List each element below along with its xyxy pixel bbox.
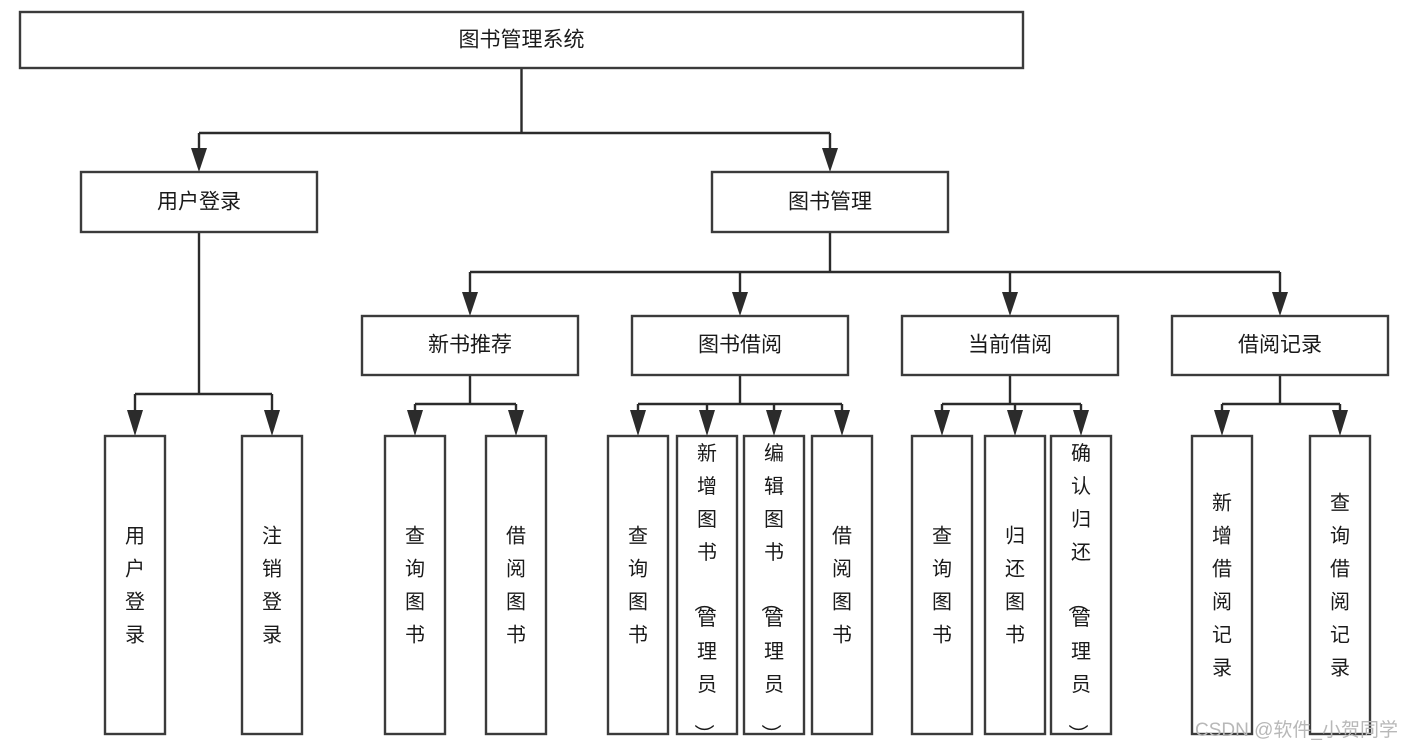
leaf-borrow-book-2-box[interactable] xyxy=(810,434,874,736)
arrowhead-leaf-borrow-book-2 xyxy=(834,410,850,436)
arrowhead-leaf-query-book-3 xyxy=(934,410,950,436)
leaf-query-record-box[interactable] xyxy=(1308,434,1372,736)
arrowhead-user-login xyxy=(191,148,207,172)
leaf-return-book-box[interactable] xyxy=(983,434,1047,736)
node-book-borrow[interactable]: 图书借阅 xyxy=(630,314,850,377)
leaf-query-book-2-label: 查询图书 xyxy=(628,525,648,647)
leaf-query-book-3-box[interactable] xyxy=(910,434,974,736)
arrowhead-leaf-return-book xyxy=(1007,410,1023,436)
leaf-borrow-book-1[interactable]: 借阅图书 xyxy=(484,434,548,736)
node-current-borrow[interactable]: 当前借阅 xyxy=(900,314,1120,377)
leaf-edit-book-box[interactable] xyxy=(742,434,806,736)
node-book-management-box[interactable] xyxy=(710,170,950,234)
leaf-query-book-3[interactable]: 查询图书 xyxy=(910,434,974,736)
leaf-add-book-label: 新增图书（管理员） xyxy=(692,442,717,744)
node-borrow-records-label: 借阅记录 xyxy=(1238,334,1322,357)
leaf-add-record-label: 新增借阅记录 xyxy=(1212,492,1232,680)
leaf-confirm-return-box[interactable] xyxy=(1049,434,1113,736)
node-user-login[interactable]: 用户登录 xyxy=(79,170,319,234)
leaf-borrow-book-1-label: 借阅图书 xyxy=(506,525,526,647)
node-borrow-records-box[interactable] xyxy=(1170,314,1390,377)
leaf-add-record[interactable]: 新增借阅记录 xyxy=(1190,434,1254,736)
node-book-management[interactable]: 图书管理 xyxy=(710,170,950,234)
node-current-borrow-label: 当前借阅 xyxy=(968,334,1052,357)
node-root-label: 图书管理系统 xyxy=(459,29,585,52)
node-new-book-recommend-label: 新书推荐 xyxy=(428,334,512,357)
node-new-book-recommend-box[interactable] xyxy=(360,314,580,377)
leaf-query-book-2-box[interactable] xyxy=(606,434,670,736)
connectors-layer xyxy=(127,68,1348,436)
leaf-query-book-1-box[interactable] xyxy=(383,434,447,736)
leaf-add-book-box[interactable] xyxy=(675,434,739,736)
leaf-borrow-book-2[interactable]: 借阅图书 xyxy=(810,434,874,736)
leaf-user-login[interactable]: 用户登录 xyxy=(103,434,167,736)
leaf-return-book-label: 归还图书 xyxy=(1005,525,1025,647)
node-borrow-records[interactable]: 借阅记录 xyxy=(1170,314,1390,377)
leaf-user-login-label: 用户登录 xyxy=(125,526,145,647)
arrowhead-leaf-query-record xyxy=(1332,410,1348,436)
leaf-edit-book-label: 编辑图书（管理员） xyxy=(759,442,784,744)
node-book-borrow-label: 图书借阅 xyxy=(698,334,782,357)
leaf-query-book-3-label: 查询图书 xyxy=(932,525,952,647)
leaf-borrow-book-2-label: 借阅图书 xyxy=(832,525,852,647)
node-user-login-box[interactable] xyxy=(79,170,319,234)
leaf-add-record-box[interactable] xyxy=(1190,434,1254,736)
leaf-logout-label: 注销登录 xyxy=(262,525,282,647)
arrowhead-leaf-user-login xyxy=(127,410,143,436)
leaf-borrow-book-1-box[interactable] xyxy=(484,434,548,736)
node-root[interactable]: 图书管理系统 xyxy=(18,10,1025,70)
arrowhead-borrowrecords xyxy=(1272,292,1288,316)
arrowhead-leaf-confirm-return xyxy=(1073,410,1089,436)
arrowhead-currentborrow xyxy=(1002,292,1018,316)
leaf-logout-box[interactable] xyxy=(240,434,304,736)
leaf-query-record-label: 查询借阅记录 xyxy=(1330,492,1350,680)
leaf-query-book-2[interactable]: 查询图书 xyxy=(606,434,670,736)
leaf-user-login-box[interactable] xyxy=(103,434,167,736)
arrowhead-newbook xyxy=(462,292,478,316)
arrowhead-leaf-query-book-2 xyxy=(630,410,646,436)
leaf-confirm-return[interactable]: 确认归还（管理员） xyxy=(1049,434,1113,744)
arrowhead-bookborrow xyxy=(732,292,748,316)
arrowhead-leaf-add-book xyxy=(699,410,715,436)
arrowhead-book-management xyxy=(822,148,838,172)
leaf-edit-book[interactable]: 编辑图书（管理员） xyxy=(742,434,806,744)
arrowhead-leaf-borrow-book-1 xyxy=(508,410,524,436)
arrowhead-leaf-query-book-1 xyxy=(407,410,423,436)
arrowhead-leaf-logout xyxy=(264,410,280,436)
node-new-book-recommend[interactable]: 新书推荐 xyxy=(360,314,580,377)
leaf-query-book-1-label: 查询图书 xyxy=(405,525,425,647)
leaf-query-book-1[interactable]: 查询图书 xyxy=(383,434,447,736)
leaf-confirm-return-label: 确认归还（管理员） xyxy=(1066,442,1091,744)
arrowhead-leaf-edit-book xyxy=(766,410,782,436)
leaf-logout[interactable]: 注销登录 xyxy=(240,434,304,736)
csdn-watermark: CSDN @软件_小贺同学 xyxy=(1195,719,1398,741)
node-user-login-label: 用户登录 xyxy=(157,191,241,214)
node-root-box[interactable] xyxy=(18,10,1025,70)
leaf-add-book[interactable]: 新增图书（管理员） xyxy=(675,434,739,744)
arrowhead-leaf-add-record xyxy=(1214,410,1230,436)
leaf-query-record[interactable]: 查询借阅记录 xyxy=(1308,434,1372,736)
leaf-return-book[interactable]: 归还图书 xyxy=(983,434,1047,736)
node-book-borrow-box[interactable] xyxy=(630,314,850,377)
node-book-management-label: 图书管理 xyxy=(788,191,872,214)
node-current-borrow-box[interactable] xyxy=(900,314,1120,377)
